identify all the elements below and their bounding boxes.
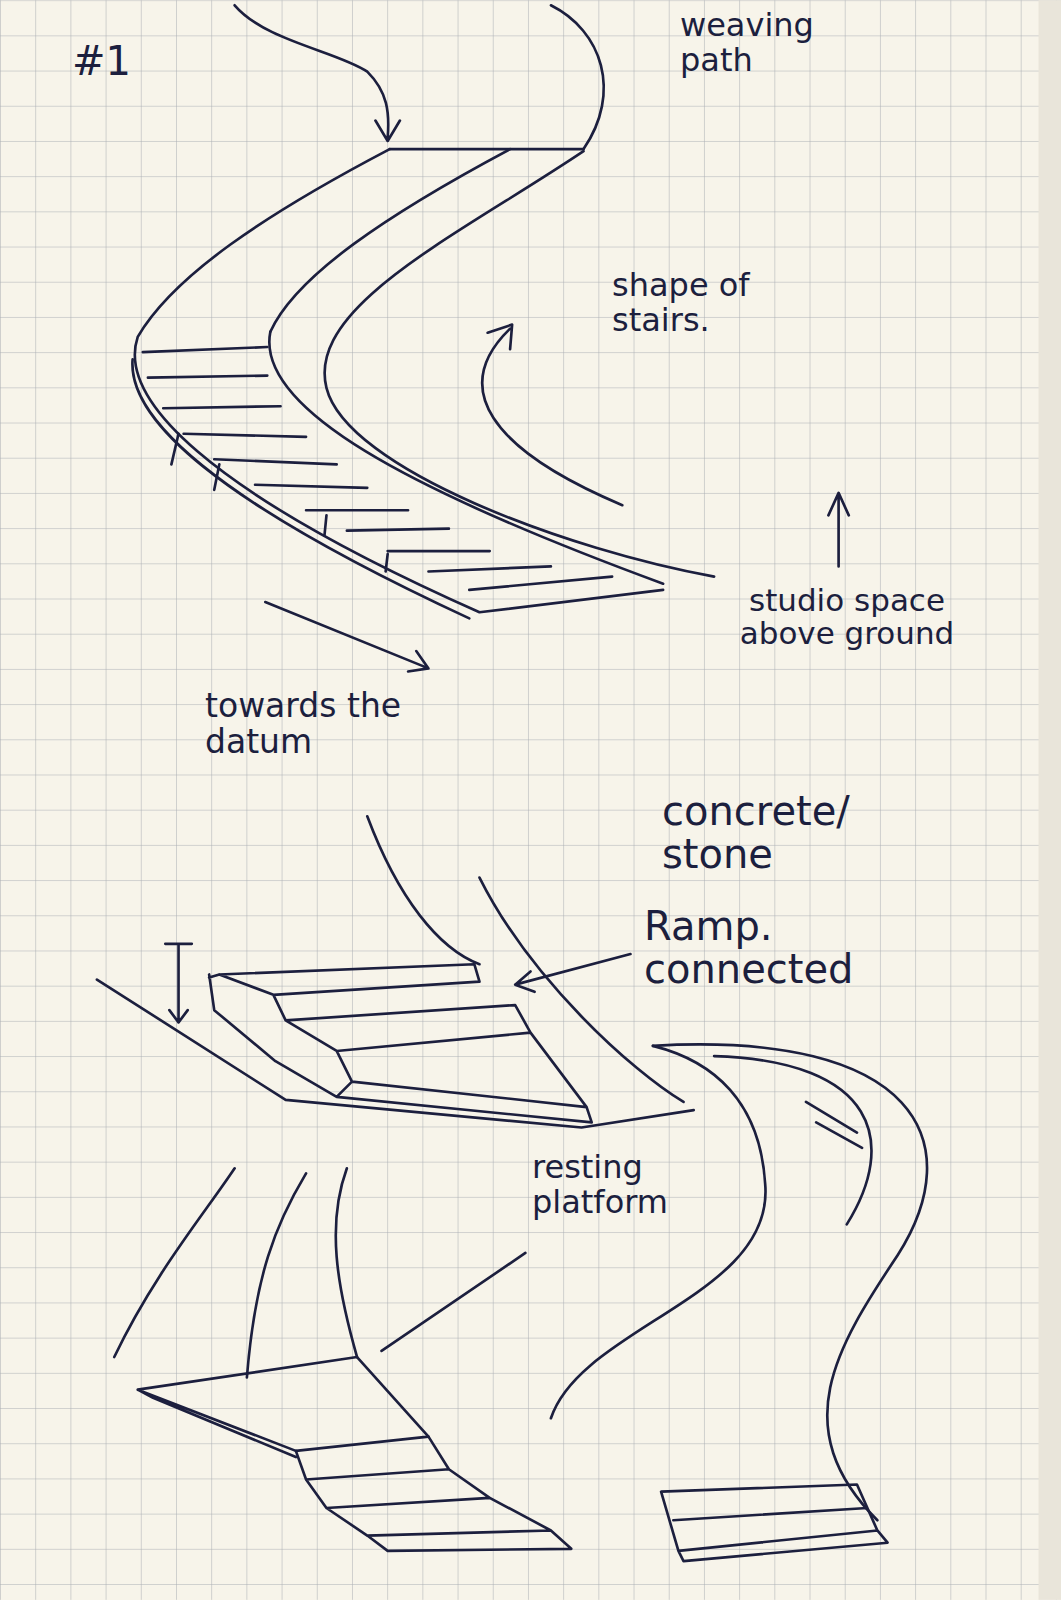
path-curve-2	[247, 1173, 306, 1377]
shape-arrow	[482, 325, 622, 506]
path-curve-3	[336, 1168, 357, 1357]
note: studio space above ground	[712, 584, 982, 651]
dimension-mark	[165, 944, 192, 1023]
right-path-inner	[551, 1046, 766, 1418]
note: Ramp. connected	[644, 905, 944, 991]
ramp-steps	[209, 964, 592, 1122]
callout-label: resting platform	[532, 1150, 732, 1219]
stair-outer-edge-2	[132, 359, 469, 618]
note: weaving path	[680, 8, 880, 77]
resting-platform	[138, 1357, 429, 1457]
up-arrow	[828, 493, 848, 566]
stair-steps	[143, 347, 612, 590]
datum-arrow	[265, 602, 428, 671]
lower-steps	[296, 1437, 571, 1551]
right-path-mid	[714, 1056, 871, 1224]
note: shape of stairs.	[612, 268, 852, 337]
sheet-number: #1	[72, 40, 192, 83]
path-curve-1	[114, 1168, 234, 1357]
weaving-path-arrow	[235, 5, 400, 141]
stair-middle-line	[270, 149, 510, 332]
stair-top-edge	[390, 148, 584, 151]
page-edge	[1039, 0, 1061, 1600]
ramp-lines	[367, 816, 683, 1102]
ground-line	[97, 980, 694, 1128]
weaving-path-edge	[551, 5, 604, 149]
platform-leader	[382, 1253, 526, 1351]
bottom-steps	[661, 1485, 887, 1562]
right-path-outer	[653, 1044, 927, 1520]
note: towards the datum	[205, 688, 460, 759]
material-note: concrete/ stone	[662, 790, 932, 876]
stair-inner-edge	[325, 151, 715, 576]
stair-band-inner	[269, 332, 663, 584]
